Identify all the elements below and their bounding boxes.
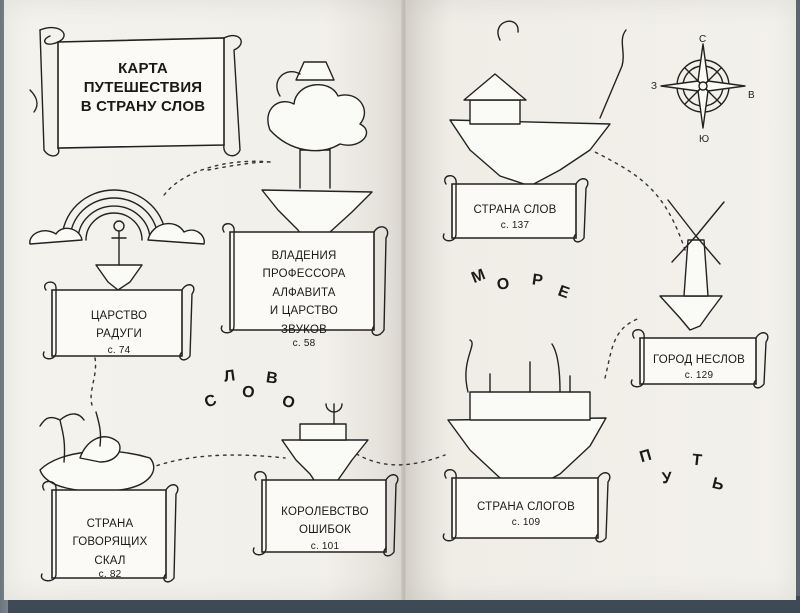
place-talking-rocks: СТРАНА ГОВОРЯЩИХ СКАЛ с. 82 — [58, 514, 162, 581]
arc-more-letter-3: Р — [530, 271, 544, 290]
map-title-line-2: ПУТЕШЕСТВИЯ — [83, 78, 203, 96]
place-nesloves-city: ГОРОД НЕСЛОВ с. 129 — [644, 350, 754, 382]
rocks-scroll-drawing — [40, 480, 179, 583]
arc-slovo-letter-3: О — [241, 383, 256, 402]
rainbow-island-drawing — [29, 189, 205, 291]
words-scroll-drawing — [442, 175, 589, 243]
rainbow-scroll-drawing — [42, 281, 195, 361]
place-alphabet-name-3: АЛФАВИТА — [272, 286, 336, 299]
compass-north-label: С — [699, 34, 707, 45]
syllables-island-drawing — [447, 339, 607, 491]
route-errors-to-syllables — [349, 449, 446, 466]
talking-rocks-island-drawing — [39, 411, 155, 492]
place-rocks-name-1: СТРАНА — [86, 518, 134, 530]
place-alphabet-name-5: ЗВУКОВ — [281, 323, 327, 336]
words-island-drawing — [449, 20, 627, 187]
map-title: КАРТА ПУТЕШЕСТВИЯ В СТРАНУ СЛОВ — [68, 60, 218, 116]
compass-south-label: Ю — [699, 134, 710, 145]
nesloves-scroll-drawing — [630, 329, 769, 389]
place-alphabet-page: с. 58 — [292, 337, 316, 349]
place-rocks-name-3: СКАЛ — [94, 554, 126, 567]
errors-island-drawing — [281, 403, 369, 493]
nesloves-island-drawing — [659, 199, 725, 331]
arc-put-letter-2: У — [661, 469, 673, 488]
arc-slovo-letter-4: В — [264, 369, 279, 388]
compass-rose-drawing — [660, 43, 746, 129]
route-nesloves-to-words — [594, 151, 686, 251]
place-errors-page: с. 101 — [310, 540, 340, 552]
compass-west-label: З — [651, 81, 658, 92]
arc-slovo-letter-2: Л — [222, 367, 237, 386]
place-rocks-name-2: ГОВОРЯЩИХ — [72, 536, 148, 549]
route-alphabet-to-rainbow — [161, 160, 271, 199]
place-errors-name-1: КОРОЛЕВСТВО — [281, 506, 369, 518]
place-alphabet-name-2: ПРОФЕССОРА — [262, 268, 346, 281]
arc-more-letter-2: О — [495, 275, 511, 294]
place-words-page: с. 137 — [500, 220, 530, 232]
place-rainbow-name-1: ЦАРСТВО — [90, 310, 148, 322]
place-rainbow-kingdom: ЦАРСТВО РАДУГИ с. 74 — [60, 306, 178, 356]
place-nesloves-page: с. 129 — [684, 370, 714, 382]
book-spine — [401, 0, 407, 600]
alphabet-scroll-drawing — [220, 223, 389, 336]
place-words-name: СТРАНА СЛОВ — [473, 204, 557, 216]
route-rocks-to-errors — [149, 454, 286, 469]
place-alphabet-name-1: ВЛАДЕНИЯ — [271, 250, 337, 262]
place-syllables-page: с. 109 — [511, 517, 541, 529]
place-rainbow-name-2: РАДУГИ — [96, 328, 142, 341]
map-title-line-1: КАРТА — [118, 60, 168, 77]
place-errors-kingdom: КОРОЛЕВСТВО ОШИБОК с. 101 — [266, 502, 384, 552]
place-errors-name-2: ОШИБОК — [298, 524, 351, 537]
map-title-line-3: В СТРАНУ СЛОВ — [80, 97, 206, 115]
place-syllables-country: СТРАНА СЛОГОВ с. 109 — [456, 497, 596, 529]
place-rocks-page: с. 82 — [98, 569, 122, 581]
place-alphabet-domain: ВЛАДЕНИЯ ПРОФЕССОРА АЛФАВИТА И ЦАРСТВО З… — [236, 246, 372, 349]
route-rainbow-to-rocks — [90, 357, 97, 406]
treehouse-island-drawing — [261, 61, 373, 251]
place-words-country: СТРАНА СЛОВ с. 137 — [456, 200, 574, 232]
place-nesloves-name: ГОРОД НЕСЛОВ — [652, 354, 746, 366]
route-syllables-to-nesloves — [604, 317, 641, 379]
arc-put-letter-3: Т — [691, 451, 703, 470]
syllables-scroll-drawing — [442, 469, 611, 543]
errors-scroll-drawing — [252, 471, 399, 557]
place-alphabet-name-4: И ЦАРСТВО — [269, 305, 339, 318]
place-rainbow-page: с. 74 — [107, 344, 131, 356]
compass-east-label: В — [748, 90, 755, 101]
place-syllables-name: СТРАНА СЛОГОВ — [477, 501, 575, 513]
title-scroll-drawing — [29, 26, 242, 157]
